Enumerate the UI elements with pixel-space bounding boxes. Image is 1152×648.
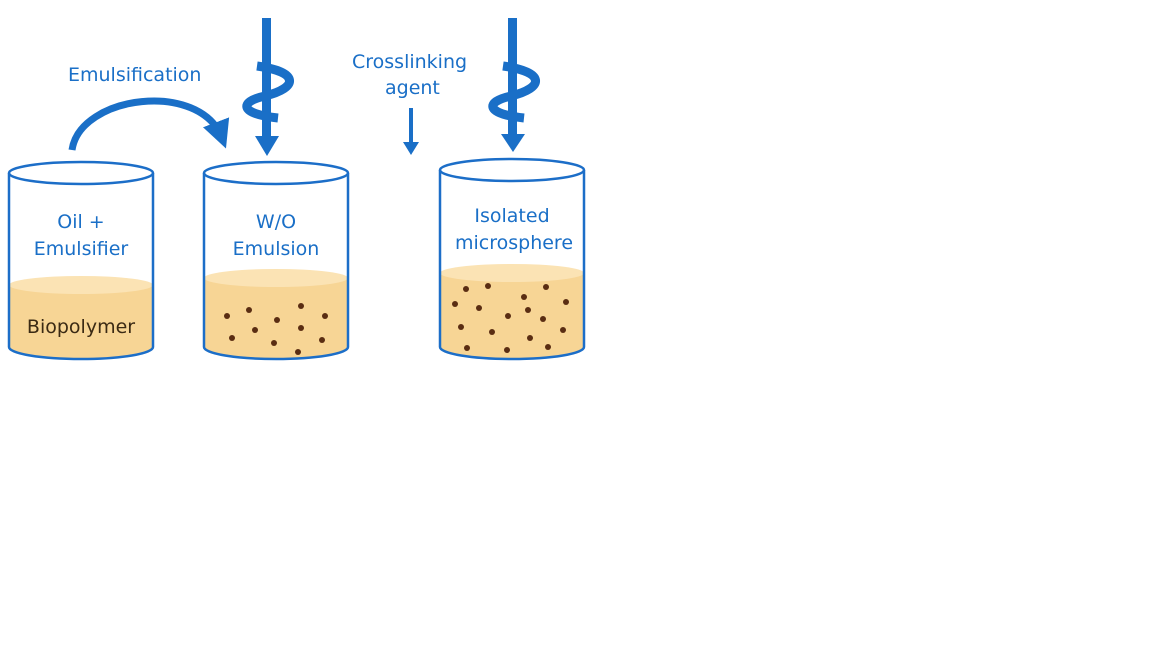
beaker-wo-emulsion: W/O Emulsion [202,160,350,361]
beaker-oil-emulsifier: Oil + Emulsifier Biopolymer [7,160,155,361]
beaker-2-label-line2: Emulsion [233,238,320,260]
emulsification-label: Emulsification [68,64,201,86]
beaker-2-label-line1: W/O [256,211,296,233]
biopolymer-label: Biopolymer [27,316,135,338]
crosslinking-label-line1: Crosslinking [352,51,467,73]
microsphere-particles [452,283,569,353]
beaker-3-label-line1: Isolated [474,205,549,227]
beaker-1-label-line2: Emulsifier [34,238,129,260]
beaker-isolated-microsphere: Isolated microsphere [438,157,586,361]
emulsion-droplets [224,303,328,355]
emulsification-arrow [68,97,230,151]
crosslinking-label-line2: agent [385,77,440,99]
beaker-3-label-line2: microsphere [455,232,573,254]
stirrer-2 [488,18,540,152]
stirrer-1 [242,18,294,156]
crosslinking-arrow [403,108,419,155]
beaker-1-label-line1: Oil + [57,211,104,233]
